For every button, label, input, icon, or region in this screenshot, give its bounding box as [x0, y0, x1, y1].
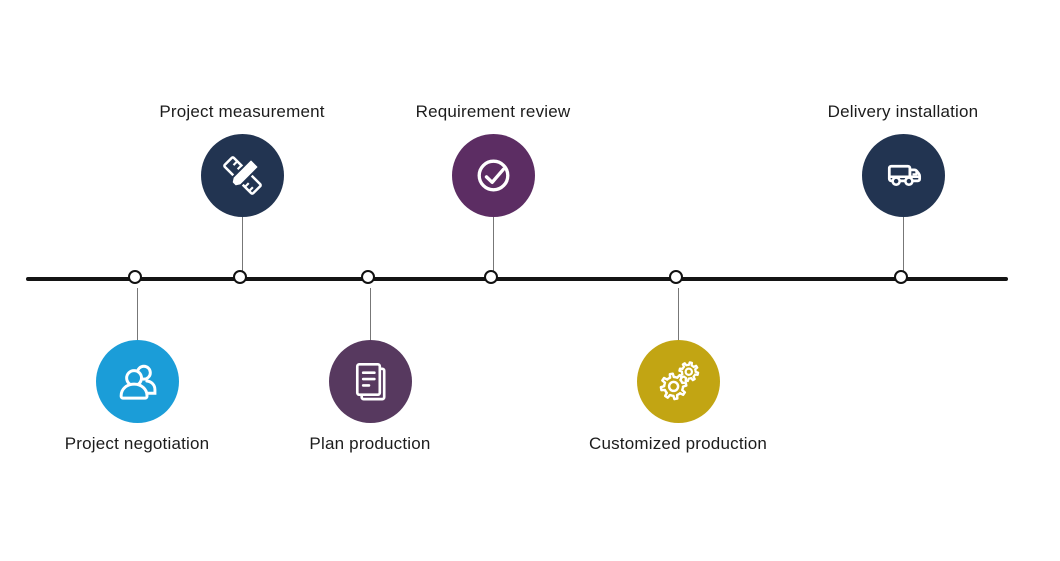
step-icon-circle	[95, 340, 179, 423]
ruler-pencil-icon	[222, 156, 262, 195]
step-label: Project measurement	[159, 102, 325, 121]
connector-line	[677, 288, 679, 341]
step-icon-circle	[861, 134, 945, 217]
check-circle-icon	[477, 159, 509, 192]
connector-line	[241, 216, 243, 271]
step-label: Delivery installation	[827, 102, 979, 121]
step-label: Customized production	[588, 434, 768, 453]
step-label: Project negotiation	[64, 434, 210, 453]
step-label: Plan production	[309, 434, 431, 453]
documents-icon	[355, 363, 386, 401]
truck-icon	[887, 164, 921, 186]
step-label: Requirement review	[415, 102, 571, 121]
step-icon-circle	[328, 340, 412, 423]
connector-line	[902, 216, 904, 271]
step-icon-circle	[451, 134, 535, 217]
step-icon-circle	[636, 340, 720, 423]
gears-icon	[659, 361, 699, 401]
step-icon-circle	[200, 134, 284, 217]
connector-line	[492, 216, 494, 271]
timeline-axis	[26, 277, 1008, 281]
people-icon	[119, 364, 156, 400]
connector-line	[369, 288, 371, 341]
connector-line	[136, 288, 138, 341]
